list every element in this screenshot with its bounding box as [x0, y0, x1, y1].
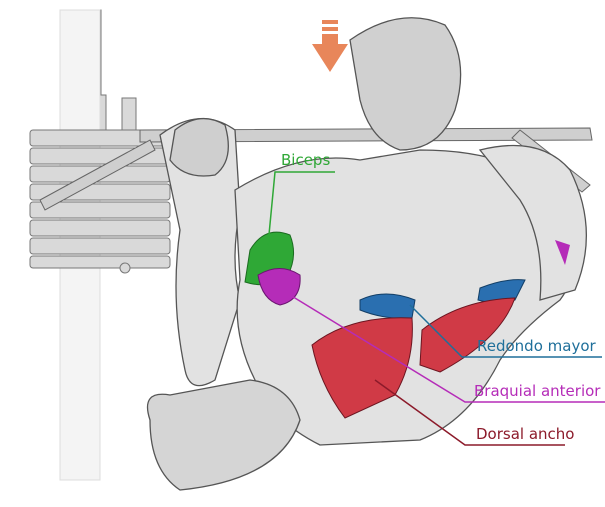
stack-pin — [119, 262, 131, 274]
redondo-leader-line — [409, 304, 602, 358]
cable — [39, 139, 156, 211]
dorsal-ancho-muscle — [311, 317, 413, 419]
dorsal-ancho-muscle-right — [419, 297, 516, 373]
bench-pad — [146, 379, 301, 491]
head — [349, 17, 462, 151]
redondo-mayor-label: Redondo mayor — [477, 337, 596, 355]
biceps-leader-line — [267, 171, 335, 246]
left-hand — [169, 118, 229, 177]
athlete-figure — [146, 17, 587, 491]
braquial-anterior-muscle — [257, 268, 301, 306]
braquial-anterior-label: Braquial anterior — [474, 382, 601, 400]
right-arm — [478, 144, 587, 301]
dorsal-leader-line — [374, 379, 565, 446]
dorsal-ancho-label: Dorsal ancho — [476, 425, 575, 443]
down-arrow-icon — [312, 20, 348, 72]
braquial-patch-right — [555, 240, 570, 265]
braquial-leader-line — [289, 294, 605, 403]
biceps-label: Biceps — [281, 151, 331, 169]
